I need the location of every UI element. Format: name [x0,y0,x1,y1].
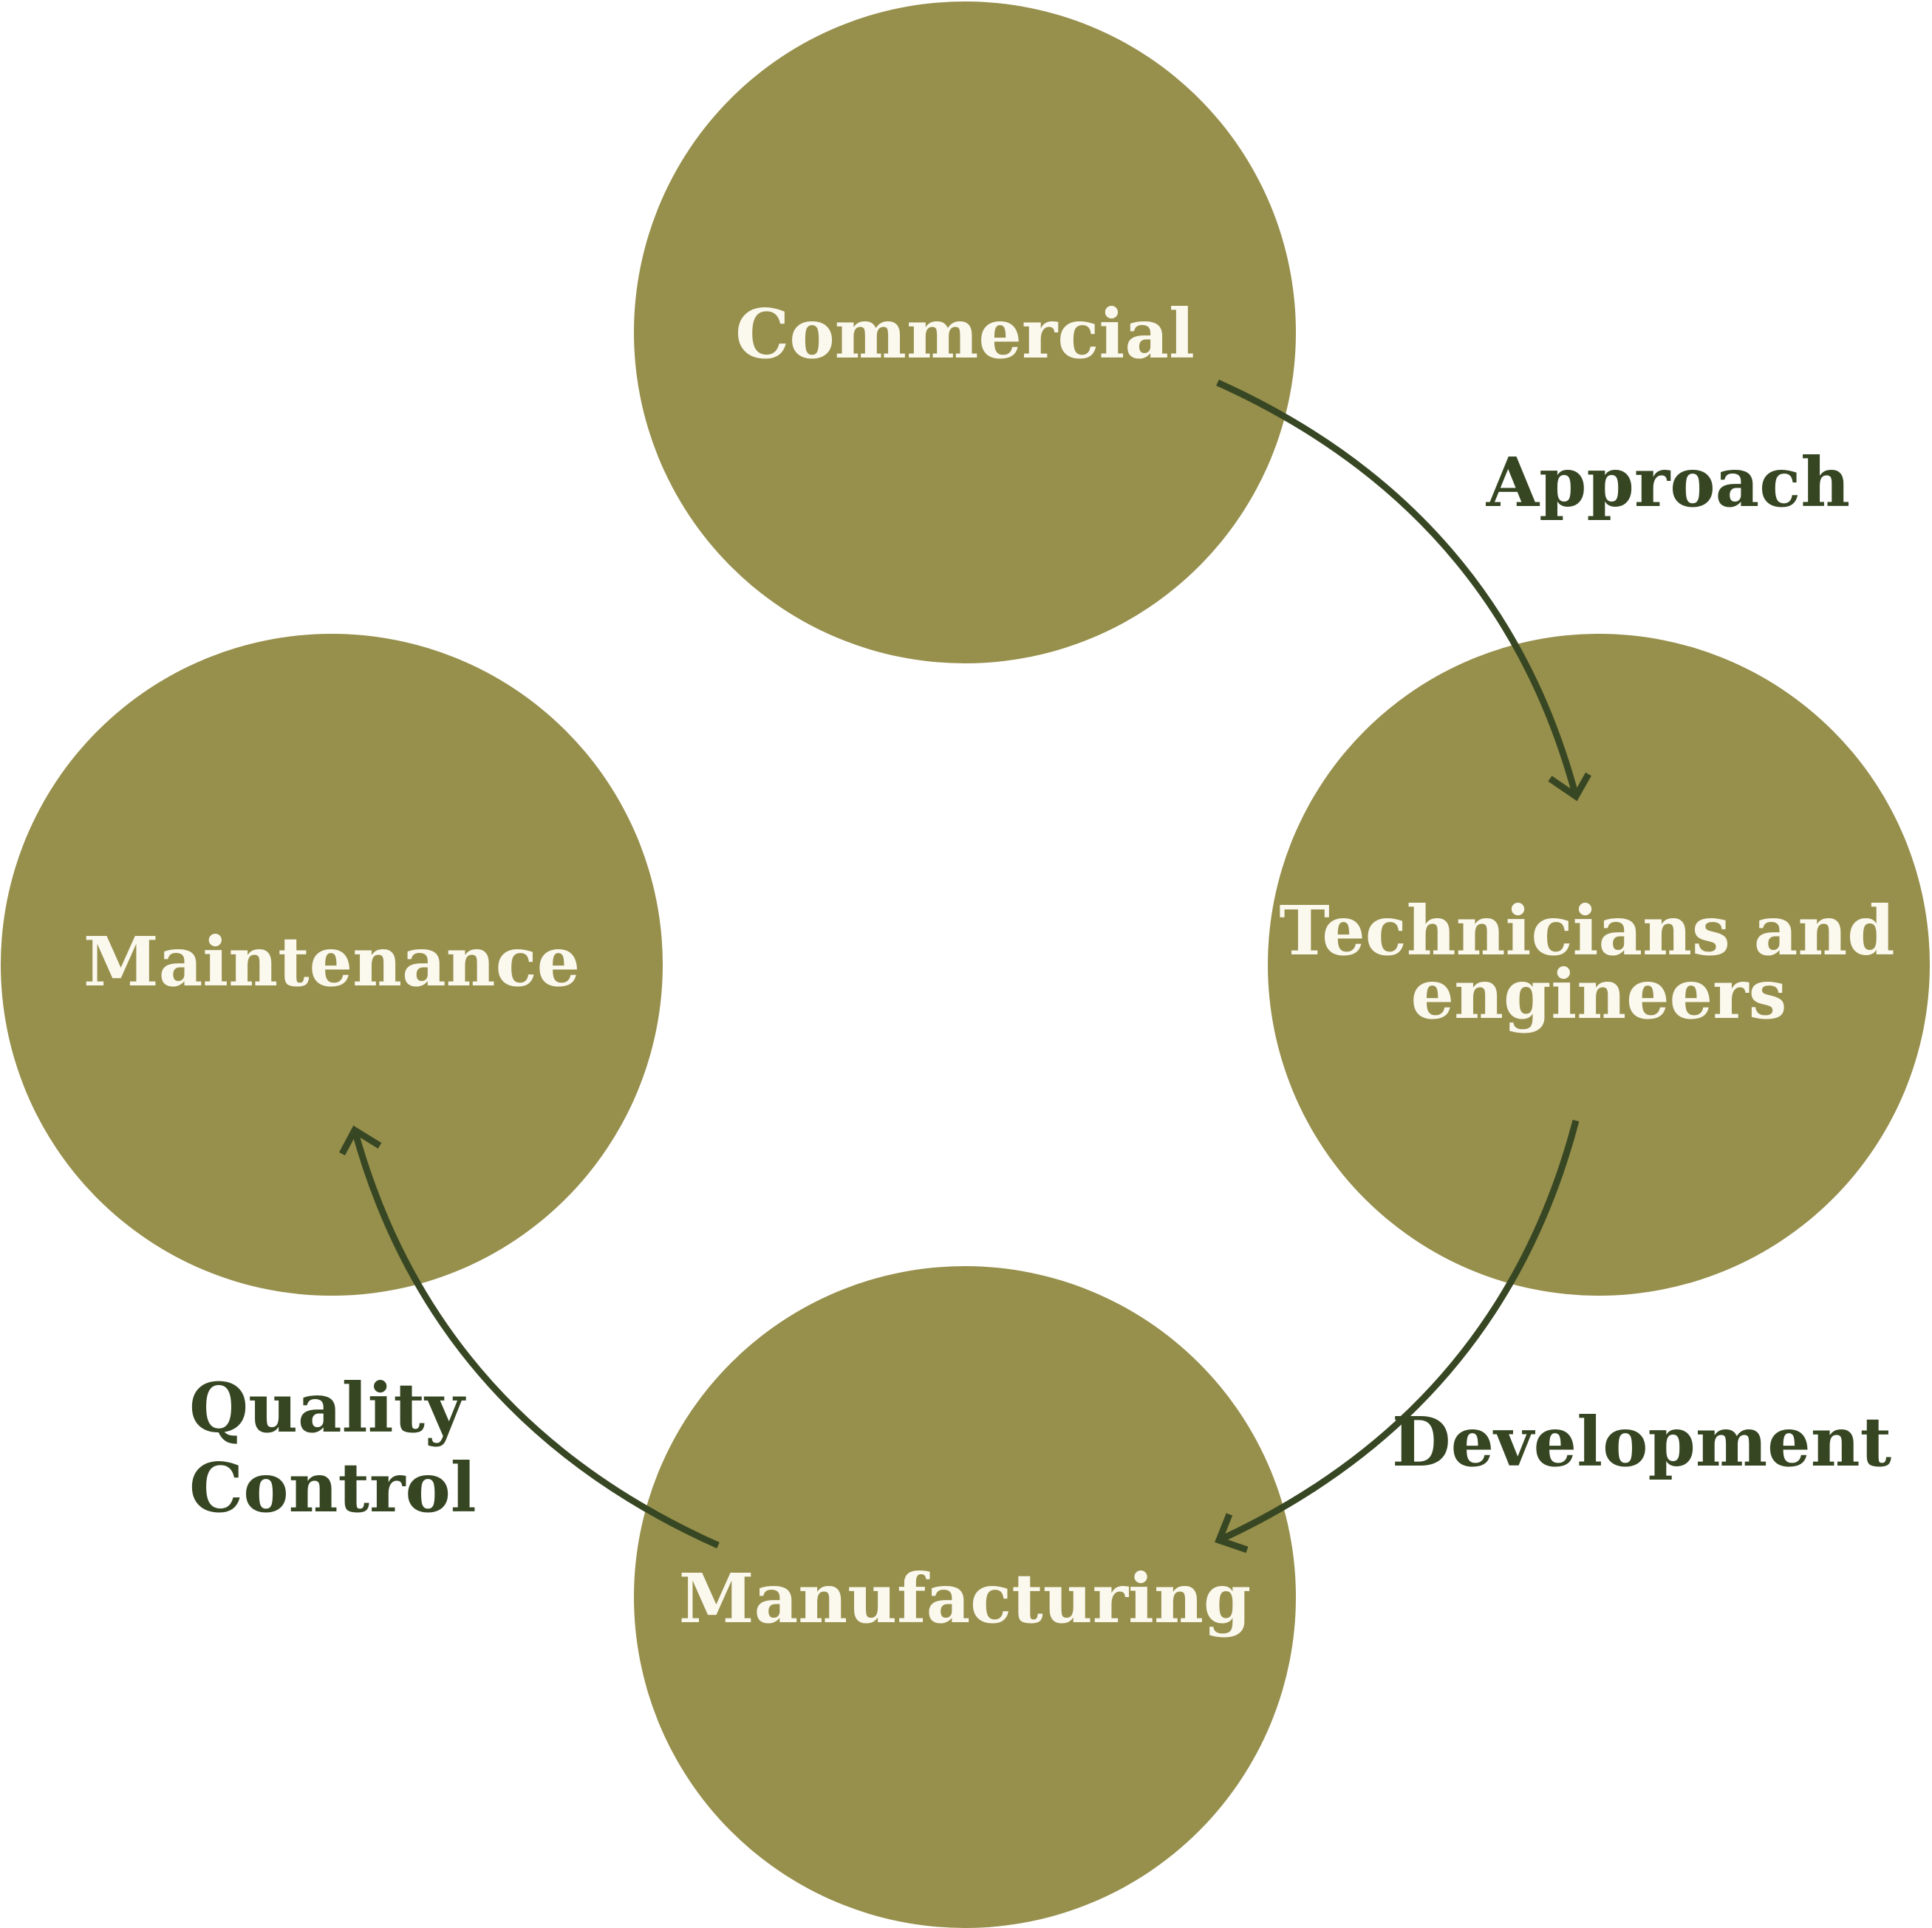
edge-approach-arrow [1216,379,1580,798]
node-manufacturing [634,1266,1296,1928]
edge-approach-arrowhead [1548,772,1591,801]
node-maintenance-label-line: Maintenance [83,922,580,1002]
node-commercial-label-line: Commercial [735,294,1195,374]
node-technicians-label: Technicians and engineers [1279,891,1918,1034]
node-maintenance-label: Maintenance [83,922,580,1002]
edge-approach-label-line: Approach [1486,442,1850,522]
edge-quality-control-arrowhead [339,1125,382,1156]
node-technicians-label-line-1: Technicians and [1279,891,1894,971]
edge-development-arrowhead [1215,1513,1249,1553]
node-manufacturing-label: Manufacturing [679,1559,1251,1638]
node-technicians [1268,634,1930,1296]
node-manufacturing-label-line: Manufacturing [679,1559,1251,1638]
node-technicians-label-line-2: engineers [1411,954,1787,1034]
edge-quality-control-label-line-1: Quality [189,1368,466,1448]
edge-development-arrow [1218,1119,1580,1544]
edge-quality-control-label: Quality Control [189,1368,488,1528]
edge-development-label-line: Development [1392,1402,1892,1482]
node-commercial-label: Commercial [735,294,1195,374]
node-commercial [634,1,1296,663]
edge-development-label: Development [1392,1402,1892,1482]
edge-quality-control-label-line-2: Control [189,1448,477,1528]
node-maintenance [1,634,663,1296]
edge-approach-label: Approach [1486,442,1850,522]
edge-quality-control-arrow [351,1129,720,1549]
